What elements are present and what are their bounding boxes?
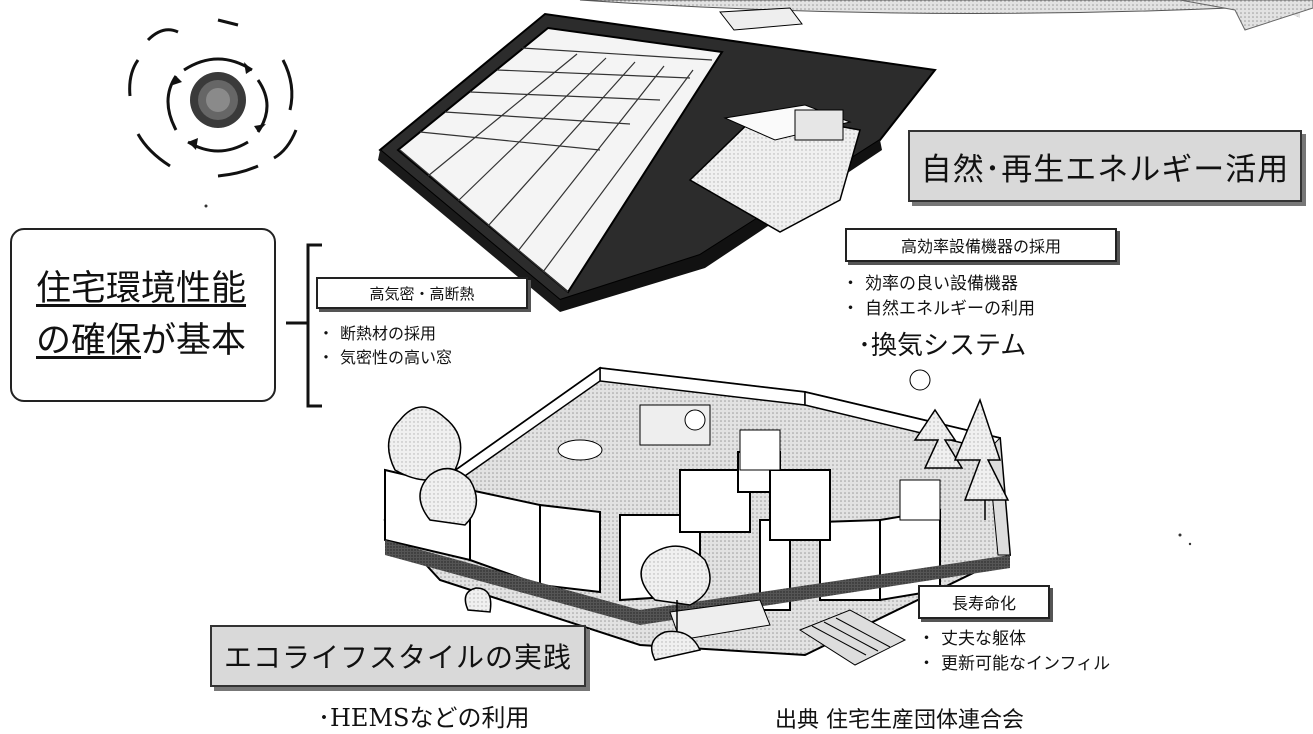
house-floorplan-illustration	[383, 366, 1012, 666]
ventilation-text: ･換気システム	[858, 331, 1027, 361]
list-item: ・自然エネルギーの利用	[842, 299, 1035, 319]
renewable-energy-label: 自然･再生エネルギー活用	[908, 130, 1302, 202]
banner-arrow	[560, 0, 1313, 31]
tree-illustrations	[387, 397, 1010, 661]
main-line-1: 住宅環境性能	[36, 269, 247, 309]
list-item: ・気密性の高い窓	[318, 348, 453, 367]
list-item: ・丈夫な躯体	[918, 629, 1026, 649]
list-item: ・効率の良い設備機器	[842, 274, 1018, 294]
list-item: ・断熱材の採用	[318, 324, 437, 343]
roof-illustration	[378, 7, 937, 312]
hems-text: ･HEMSなどの利用	[318, 704, 530, 732]
recycle-sun-icon	[128, 18, 298, 178]
longevity-label: 長寿命化	[918, 585, 1050, 619]
longevity-list: ・丈夫な躯体 ・更新可能なインフィル	[918, 627, 1110, 677]
bracket-connector	[286, 243, 322, 408]
eco-lifestyle-label: エコライフスタイルの実践	[210, 625, 586, 687]
main-line-2: の確保が基本	[36, 321, 247, 361]
insulation-label: 高気密・高断熱	[316, 277, 528, 309]
source-credit: 出典 住宅生産団体連合会	[775, 708, 1024, 733]
insulation-list: ・断熱材の採用 ・気密性の高い窓	[318, 322, 452, 370]
equipment-list: ・効率の良い設備機器 ・自然エネルギーの利用	[842, 272, 1035, 322]
equipment-label: 高効率設備機器の採用	[845, 228, 1117, 262]
main-concept-box: 住宅環境性能 の確保が基本	[10, 228, 276, 402]
list-item: ・更新可能なインフィル	[918, 654, 1111, 674]
